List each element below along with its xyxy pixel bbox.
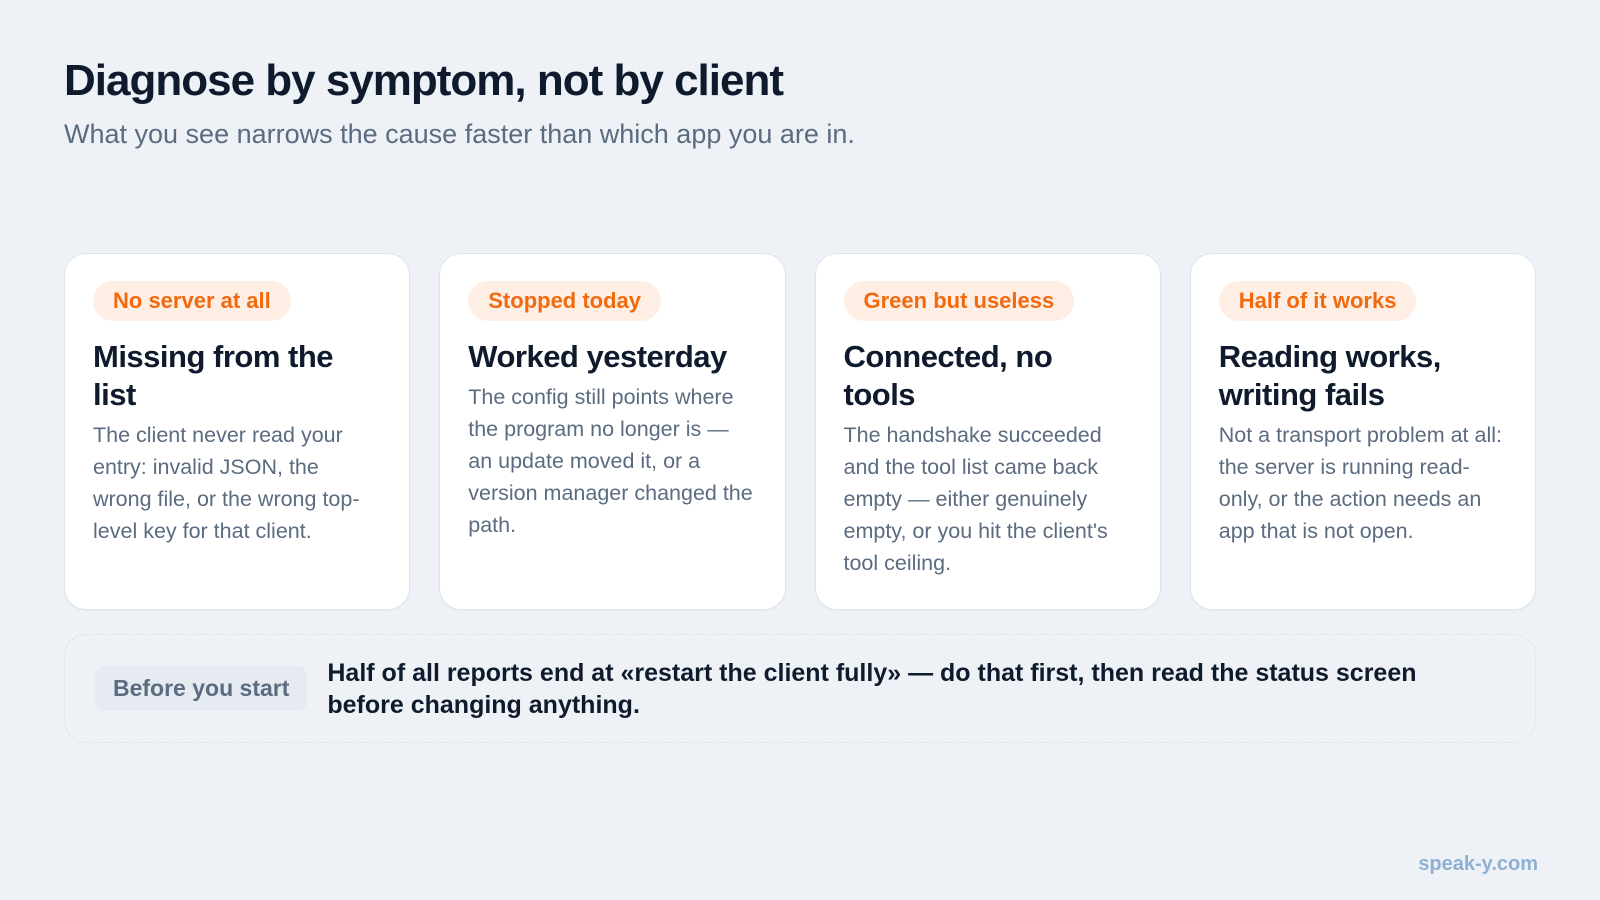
symptom-cards: No server at all Missing from the list T…: [64, 253, 1536, 610]
card-title: Worked yesterday: [468, 339, 727, 374]
card-description: The config still points where the progra…: [468, 385, 753, 537]
card-description: The client never read your entry: invali…: [93, 423, 360, 543]
card-description: The handshake succeeded and the tool lis…: [843, 423, 1108, 575]
card-description: Not a transport problem at all: the serv…: [1218, 423, 1502, 543]
tip-text: Half of all reports end at «restart the …: [327, 658, 1417, 719]
page-title: Diagnose by symptom, not by client: [64, 56, 784, 105]
tip-callout: Before you start Half of all reports end…: [64, 634, 1536, 743]
symptom-card-no-tools: Green but useless Connected, no tools Th…: [814, 253, 1161, 610]
card-title: Missing from the list: [93, 339, 334, 412]
footer-brand: speak-y.com: [1418, 853, 1538, 875]
card-title: Reading works, writing fails: [1218, 339, 1442, 412]
page-subtitle: What you see narrows the cause faster th…: [64, 119, 855, 149]
card-badge: Green but useless: [843, 281, 1075, 321]
card-badge: Stopped today: [468, 281, 662, 321]
card-title: Connected, no tools: [843, 339, 1053, 412]
tip-label: Before you start: [95, 666, 308, 711]
symptom-card-missing: No server at all Missing from the list T…: [64, 253, 411, 610]
card-badge: Half of it works: [1218, 281, 1417, 321]
symptom-card-writing-fails: Half of it works Reading works, writing …: [1189, 253, 1536, 610]
symptom-card-stopped: Stopped today Worked yesterday The confi…: [439, 253, 786, 610]
card-badge: No server at all: [93, 281, 291, 321]
